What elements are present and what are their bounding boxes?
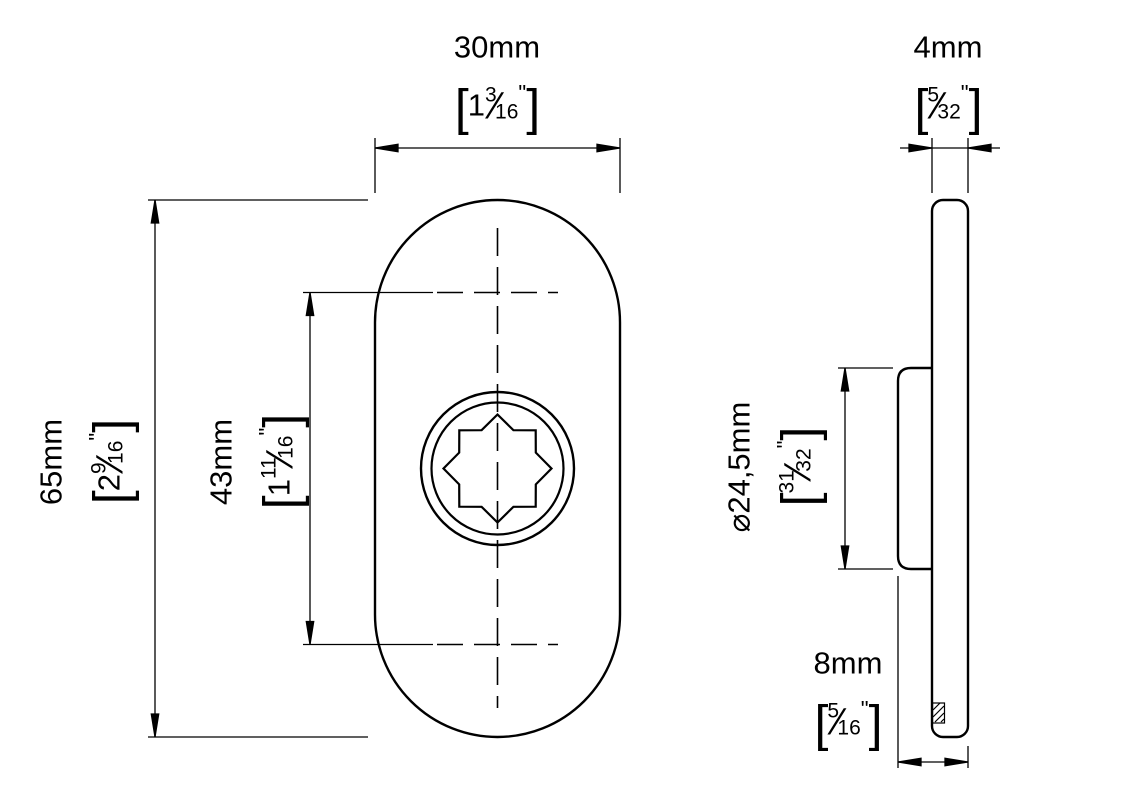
- dimension-boss-diameter: [838, 367, 893, 570]
- dim-hole-spacing-label: 43mm [111⁄16"]: [199, 415, 310, 509]
- dim-plate-height-label: 65mm [29⁄16"]: [29, 419, 140, 505]
- hatched-detail: [931, 702, 946, 724]
- plate-height-metric: 65mm: [33, 418, 69, 506]
- hole-spacing-metric: 43mm: [203, 418, 239, 506]
- arrowhead: [374, 143, 399, 153]
- plate-side-outline: [930, 198, 970, 739]
- dimension-plate-width: [374, 138, 621, 193]
- arrowhead: [897, 757, 922, 767]
- boss-diameter-metric: ⌀24,5mm: [721, 401, 757, 533]
- dim-plate-width-label: 30mm [13⁄16"]: [454, 25, 540, 136]
- boss-side-outline: [896, 366, 932, 571]
- plate-thickness-imperial: [5⁄32"]: [914, 79, 982, 136]
- dimension-hole-spacing: [303, 291, 433, 646]
- plate-width-metric: 30mm: [453, 29, 541, 65]
- arrowhead: [150, 713, 160, 738]
- arrowhead: [908, 143, 933, 153]
- arrowhead: [944, 757, 969, 767]
- arrowhead: [967, 143, 992, 153]
- plate-height-imperial: [29⁄16"]: [83, 419, 140, 505]
- dim-total-depth-label: 8mm [5⁄16"]: [814, 641, 883, 752]
- boss-diameter-imperial: [31⁄32"]: [771, 427, 828, 507]
- star-spindle-hole: [441, 412, 554, 525]
- plate-thickness-metric: 4mm: [913, 29, 983, 65]
- arrowhead: [840, 367, 850, 392]
- plate-outline: [373, 198, 622, 739]
- total-depth-metric: 8mm: [813, 645, 883, 681]
- hole-spacing-imperial: [111⁄16"]: [253, 414, 310, 510]
- dimension-plate-height: [148, 199, 368, 738]
- arrowhead: [840, 545, 850, 570]
- arrowhead: [305, 620, 315, 645]
- dimension-plate-thickness: [900, 138, 1000, 193]
- front-view: [373, 198, 622, 739]
- dim-plate-thickness-label: 4mm [5⁄32"]: [914, 25, 983, 136]
- total-depth-imperial: [5⁄16"]: [814, 695, 882, 752]
- arrowhead: [596, 143, 621, 153]
- dimension-total-depth: [897, 576, 969, 768]
- arrowhead: [305, 292, 315, 317]
- dim-boss-diameter-label: ⌀24,5mm [31⁄32"]: [717, 402, 828, 533]
- arrowhead: [150, 199, 160, 224]
- plate-width-imperial: [13⁄16"]: [454, 79, 540, 136]
- side-view: [896, 198, 970, 739]
